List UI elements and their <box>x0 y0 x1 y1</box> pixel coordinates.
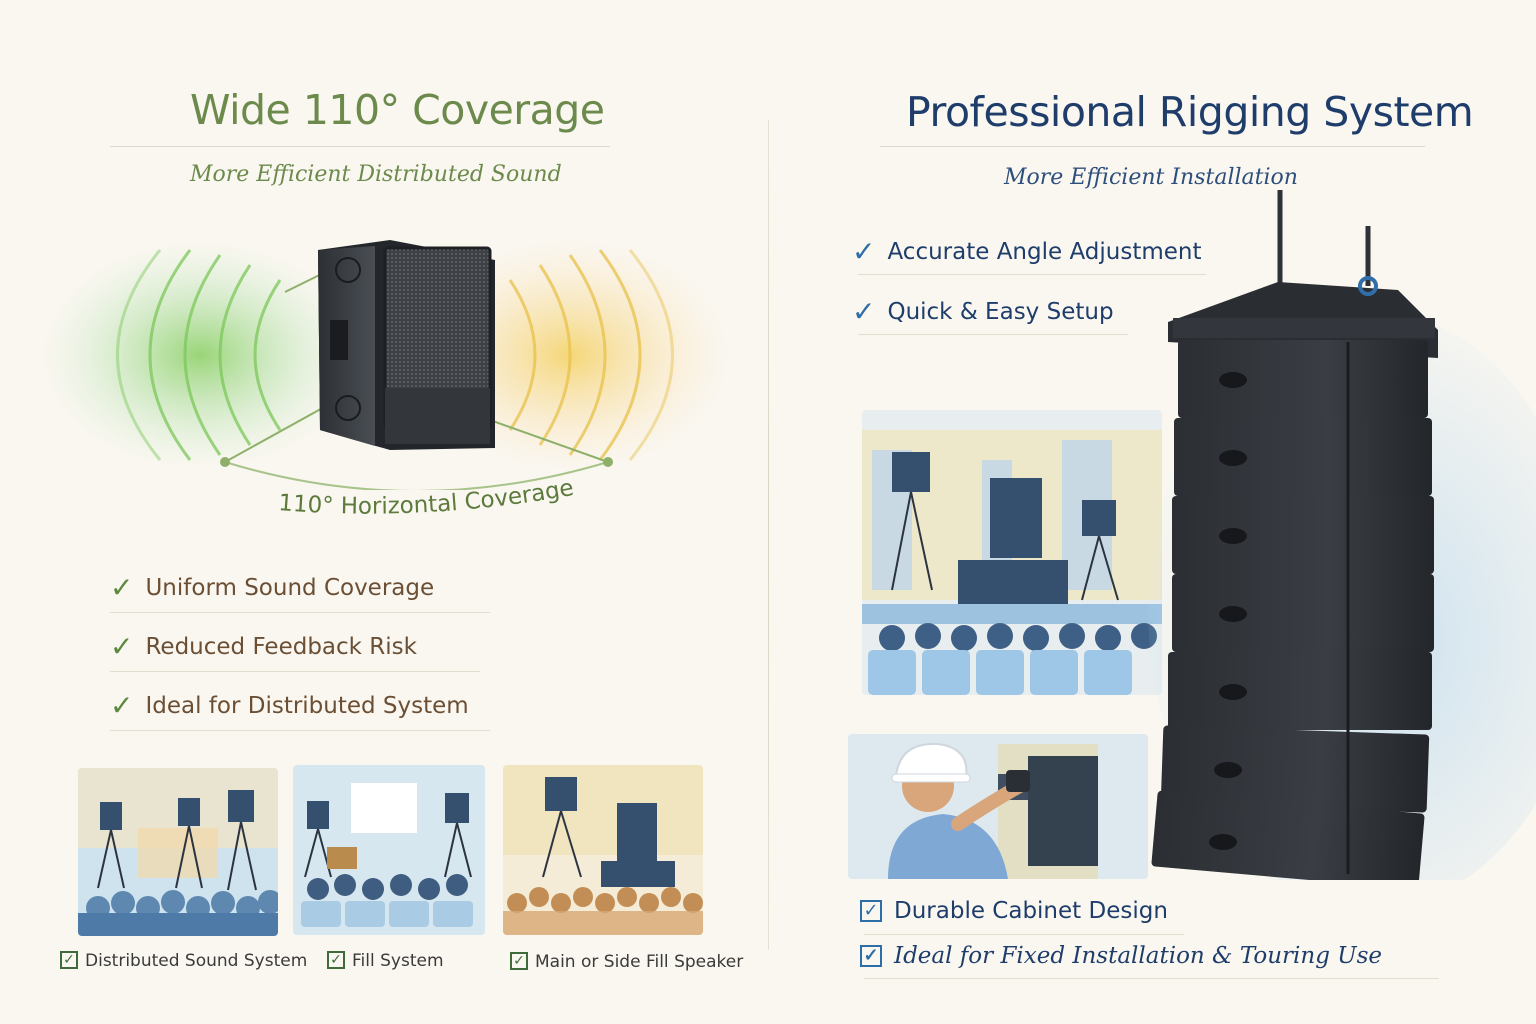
feature-label: Quick & Easy Setup <box>887 299 1114 325</box>
checkbox-icon: ✓ <box>860 945 882 967</box>
coverage-title: Wide 110° Coverage <box>190 86 605 134</box>
feature-label: Durable Cabinet Design <box>894 898 1168 924</box>
coverage-subtitle: More Efficient Distributed Sound <box>190 162 562 187</box>
feature-rule <box>864 934 1184 935</box>
left-waves <box>116 249 282 461</box>
title-rule <box>110 146 610 147</box>
feature-distributed-system: ✓ Ideal for Distributed System <box>110 692 469 720</box>
app-label: Distributed Sound System <box>85 951 308 971</box>
check-icon: ✓ <box>110 571 134 604</box>
check-icon: ✓ <box>852 235 876 268</box>
line-array <box>1148 190 1536 880</box>
feature-label: Uniform Sound Coverage <box>145 575 435 601</box>
feature-label: Accurate Angle Adjustment <box>887 239 1202 265</box>
suspension-cables <box>1277 190 1371 286</box>
app-distributed-sound: ✓ Distributed Sound System <box>60 951 307 971</box>
feature-label: Ideal for Fixed Installation & Touring U… <box>894 943 1383 969</box>
feature-reduced-feedback: ✓ Reduced Feedback Risk <box>110 633 417 661</box>
rigging-subtitle: More Efficient Installation <box>1004 165 1298 190</box>
checkbox-icon: ✓ <box>510 952 528 970</box>
coverage-panel: Wide 110° Coverage More Efficient Distri… <box>40 86 743 972</box>
feature-quick-setup: ✓ Quick & Easy Setup <box>852 298 1114 326</box>
check-icon: ✓ <box>852 295 876 328</box>
app-label: Fill System <box>352 951 444 971</box>
feature-rule <box>110 612 490 613</box>
left-wave-glow <box>40 240 360 470</box>
feature-rule <box>858 274 1206 275</box>
array-cabinets <box>1151 340 1434 880</box>
feature-rule <box>110 730 490 731</box>
coverage-caption: 110° Horizontal Coverage <box>278 480 576 520</box>
app-fill-system: ✓ Fill System <box>327 951 444 971</box>
checkbox-icon: ✓ <box>60 951 78 969</box>
app-label: Main or Side Fill Speaker <box>535 952 744 972</box>
feature-rule <box>858 334 1128 335</box>
title-rule <box>880 146 1425 147</box>
thumb-fill-system <box>293 765 485 935</box>
rigging-frame <box>1168 276 1438 358</box>
speaker-cabinet <box>318 240 495 450</box>
svg-text:110° Horizontal Coverage: 110° Horizontal Coverage <box>278 480 576 520</box>
feature-durable-cabinet: ✓ Durable Cabinet Design <box>860 898 1168 924</box>
rigging-panel: Professional Rigging System More Efficie… <box>768 0 1536 1024</box>
feature-uniform-coverage: ✓ Uniform Sound Coverage <box>110 574 434 602</box>
checkbox-icon: ✓ <box>327 951 345 969</box>
app-main-side-fill: ✓ Main or Side Fill Speaker <box>510 952 743 972</box>
right-waves <box>508 249 674 461</box>
feature-angle-adjustment: ✓ Accurate Angle Adjustment <box>852 238 1202 266</box>
feature-rule <box>110 671 480 672</box>
feature-fixed-touring: ✓ Ideal for Fixed Installation & Touring… <box>860 943 1382 969</box>
feature-rule <box>864 978 1439 979</box>
cabinet-handles <box>1209 372 1247 850</box>
coverage-caption-curve: 110° Horizontal Coverage <box>278 480 576 520</box>
technician-illustration <box>848 734 1148 879</box>
rigging-title: Professional Rigging System <box>906 88 1474 136</box>
stage-illustration <box>862 410 1162 695</box>
thumb-main-side-fill <box>503 765 703 935</box>
feature-label: Ideal for Distributed System <box>145 693 469 719</box>
feature-label: Reduced Feedback Risk <box>145 634 417 660</box>
thumb-distributed-sound <box>78 768 278 936</box>
check-icon: ✓ <box>110 630 134 663</box>
check-icon: ✓ <box>110 689 134 722</box>
coverage-illustration <box>40 240 730 490</box>
center-divider <box>768 120 769 950</box>
checkbox-icon: ✓ <box>860 900 882 922</box>
